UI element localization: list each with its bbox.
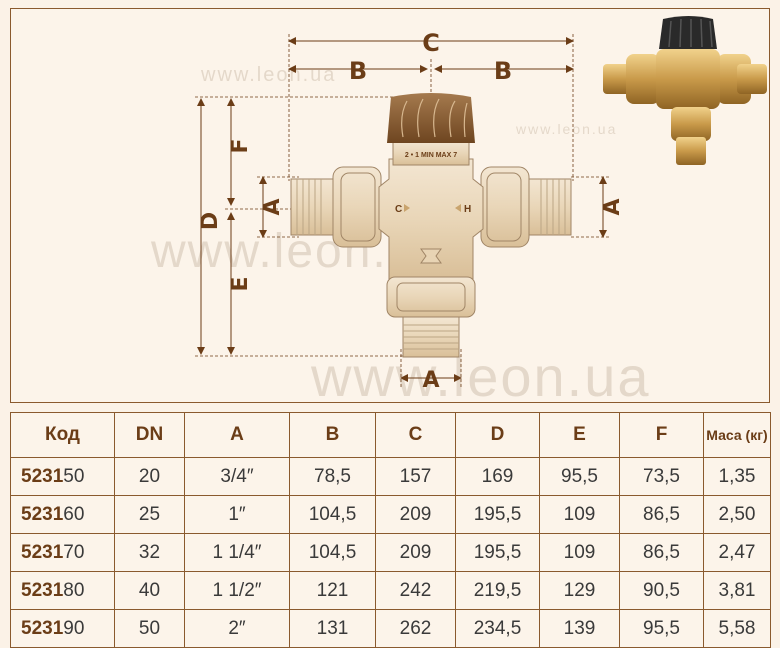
dimension-c: C — [288, 29, 574, 181]
c-cell: 262 — [375, 609, 456, 648]
valve-body — [290, 140, 572, 358]
dimension-b: B B — [288, 57, 574, 99]
header-code: Код — [10, 412, 115, 458]
f-cell: 90,5 — [619, 571, 704, 610]
b-cell: 78,5 — [289, 457, 376, 496]
knob-scale: 2 • 1 MIN MAX 7 — [405, 152, 457, 159]
code-cell: 523180 — [10, 571, 115, 610]
c-cell: 209 — [375, 495, 456, 534]
dn-cell: 25 — [114, 495, 185, 534]
product-photo — [603, 16, 767, 165]
port-cold-label: C — [395, 204, 402, 215]
c-cell: 157 — [375, 457, 456, 496]
code-suffix: 80 — [63, 579, 85, 601]
code-cell: 523190 — [10, 609, 115, 648]
f-cell: 95,5 — [619, 609, 704, 648]
dimension-vertical: D F E — [195, 96, 403, 357]
dimension-e-label: E — [228, 276, 253, 291]
code-suffix: 60 — [63, 503, 85, 525]
table-row: 523170 32 1 1/4″ 104,5 209 195,5 109 86,… — [10, 533, 771, 572]
watermark: www.leon.ua — [311, 345, 651, 408]
code-suffix: 90 — [63, 617, 85, 639]
dimension-a-bottom-label: A — [422, 368, 439, 393]
dimension-c-label: C — [422, 29, 440, 57]
b-cell: 121 — [289, 571, 376, 610]
dimension-a: A A A — [257, 176, 625, 393]
dimension-b-left-label: B — [349, 57, 367, 85]
a-cell: 3/4″ — [184, 457, 290, 496]
dimension-a-left-label: A — [260, 198, 285, 215]
mass-cell: 1,35 — [703, 457, 771, 496]
e-cell: 95,5 — [539, 457, 620, 496]
code-prefix: 5231 — [21, 541, 64, 563]
table-row: 523190 50 2″ 131 262 234,5 139 95,5 5,58 — [10, 609, 771, 648]
code-suffix: 70 — [63, 541, 85, 563]
b-cell: 104,5 — [289, 533, 376, 572]
f-cell: 73,5 — [619, 457, 704, 496]
e-cell: 139 — [539, 609, 620, 648]
spec-table: Код DN A B C D E F Маса (кг) 523150 20 3… — [10, 412, 771, 648]
dn-cell: 50 — [114, 609, 185, 648]
watermark: www.leon.ua — [516, 121, 618, 137]
table-header-row: Код DN A B C D E F Маса (кг) — [10, 412, 771, 458]
code-suffix: 50 — [63, 465, 85, 487]
code-prefix: 5231 — [21, 579, 64, 601]
d-cell: 195,5 — [455, 495, 540, 534]
header-mass: Маса (кг) — [703, 412, 771, 458]
a-cell: 1″ — [184, 495, 290, 534]
b-cell: 104,5 — [289, 495, 376, 534]
dimension-d-label: D — [198, 212, 223, 230]
drawing-panel: www.leon.ua www.leon.ua www.leon.ua www.… — [10, 8, 770, 408]
c-cell: 209 — [375, 533, 456, 572]
port-hot-label: H — [464, 204, 471, 215]
a-cell: 1 1/4″ — [184, 533, 290, 572]
table-row: 523150 20 3/4″ 78,5 157 169 95,5 73,5 1,… — [10, 457, 771, 496]
cold-arrow-icon — [404, 204, 410, 212]
d-cell: 195,5 — [455, 533, 540, 572]
dn-cell: 20 — [114, 457, 185, 496]
header-dn: DN — [114, 412, 185, 458]
dn-cell: 32 — [114, 533, 185, 572]
valve-dimension-drawing: C B B D F E A — [195, 16, 767, 393]
header-b: B — [289, 412, 376, 458]
dn-cell: 40 — [114, 571, 185, 610]
d-cell: 169 — [455, 457, 540, 496]
mass-cell: 5,58 — [703, 609, 771, 648]
e-cell: 109 — [539, 533, 620, 572]
code-prefix: 5231 — [21, 465, 64, 487]
e-cell: 129 — [539, 571, 620, 610]
header-a: A — [184, 412, 290, 458]
code-prefix: 5231 — [21, 617, 64, 639]
dimension-b-right-label: B — [494, 57, 512, 85]
d-cell: 234,5 — [455, 609, 540, 648]
mass-cell: 2,47 — [703, 533, 771, 572]
mass-cell: 2,50 — [703, 495, 771, 534]
a-cell: 2″ — [184, 609, 290, 648]
header-f: F — [619, 412, 704, 458]
f-cell: 86,5 — [619, 495, 704, 534]
header-d: D — [455, 412, 540, 458]
hot-arrow-icon — [455, 204, 461, 212]
dimension-f-label: F — [228, 138, 253, 153]
thermostat-knob: 2 • 1 MIN MAX 7 — [387, 93, 475, 159]
e-cell: 109 — [539, 495, 620, 534]
f-cell: 86,5 — [619, 533, 704, 572]
b-cell: 131 — [289, 609, 376, 648]
code-prefix: 5231 — [21, 503, 64, 525]
d-cell: 219,5 — [455, 571, 540, 610]
dimension-a-right-label: A — [600, 198, 625, 215]
header-c: C — [375, 412, 456, 458]
code-cell: 523150 — [10, 457, 115, 496]
table-row: 523180 40 1 1/2″ 121 242 219,5 129 90,5 … — [10, 571, 771, 610]
code-cell: 523160 — [10, 495, 115, 534]
c-cell: 242 — [375, 571, 456, 610]
mass-cell: 3,81 — [703, 571, 771, 610]
table-row: 523160 25 1″ 104,5 209 195,5 109 86,5 2,… — [10, 495, 771, 534]
code-cell: 523170 — [10, 533, 115, 572]
a-cell: 1 1/2″ — [184, 571, 290, 610]
header-e: E — [539, 412, 620, 458]
